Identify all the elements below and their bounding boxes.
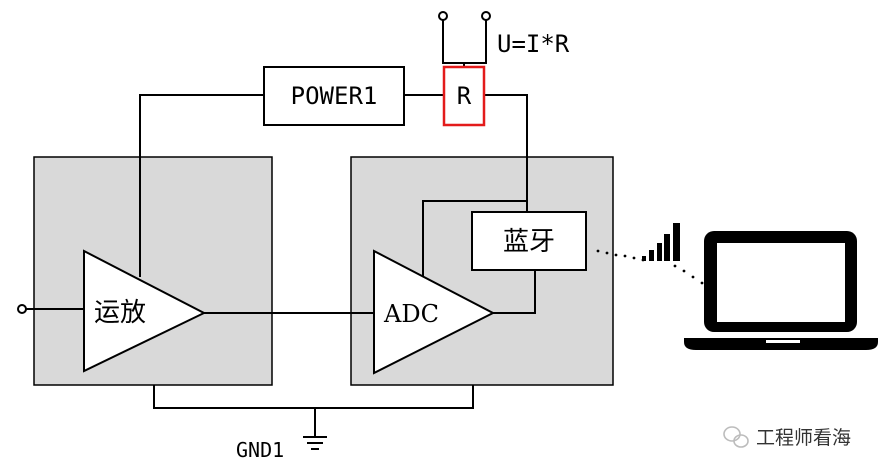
input-terminal	[17, 304, 27, 314]
laptop-icon	[684, 231, 878, 350]
bluetooth-label: 蓝牙	[503, 227, 555, 257]
power-block	[263, 66, 405, 126]
ground-label: GND1	[236, 438, 284, 462]
resistor-label: R	[457, 82, 472, 110]
probe-terminal-left	[438, 11, 448, 21]
adc-label: ADC	[383, 300, 439, 328]
formula-label: U=I*R	[497, 30, 570, 58]
adc-triangle	[373, 249, 496, 375]
watermark-text: 工程师看海	[756, 427, 851, 449]
probe-terminal-right	[481, 11, 491, 21]
power-label: POWER1	[291, 82, 378, 110]
amplifier-label: 运放	[94, 298, 146, 328]
amplifier-module	[33, 156, 273, 386]
wires	[26, 18, 536, 437]
amplifier-triangle	[83, 249, 207, 373]
wechat-icon	[723, 426, 749, 448]
bluetooth-block	[471, 211, 587, 271]
signal-bars-icon	[642, 223, 680, 261]
resistor	[442, 65, 486, 127]
ground-symbol-icon	[303, 436, 327, 450]
